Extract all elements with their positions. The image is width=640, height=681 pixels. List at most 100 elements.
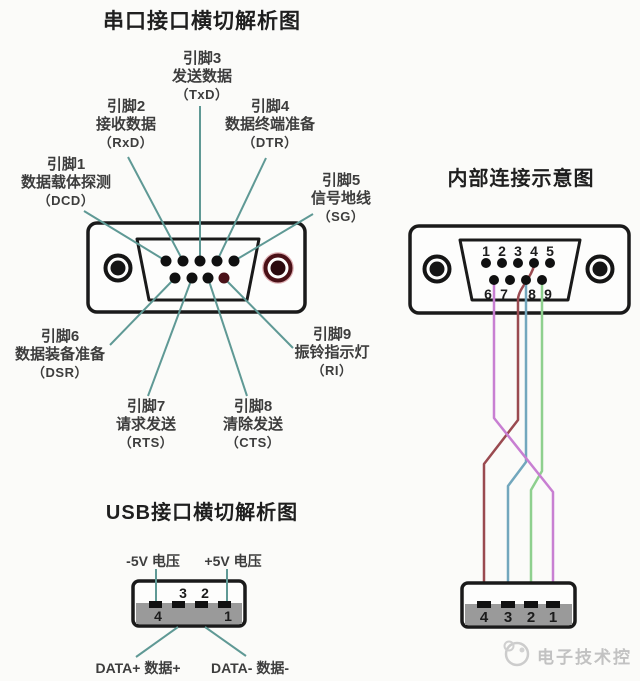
internal-pin-3: [513, 258, 523, 268]
serial-db9-connector: [86, 221, 307, 314]
wire-magenta-pin6-to-usb1: [492, 283, 555, 602]
internal-pin-9: [537, 275, 547, 285]
leader-line-data-plus: [135, 626, 179, 658]
pin5-name: 引脚5: [321, 172, 361, 189]
pin1-label: 引脚1 数据载体探测 （DCD）: [1, 156, 131, 210]
usb-number-2: 2: [201, 585, 209, 601]
usb-pad-2: [195, 601, 208, 608]
usb-pad-4: [149, 601, 162, 608]
internal-pin-8: [521, 275, 531, 285]
internal-screw-hole-right: [585, 254, 615, 284]
serial-screw-hole-left-pin: [110, 260, 126, 276]
pin5-code: （SG）: [317, 209, 365, 224]
pin-number-9: 9: [544, 286, 552, 302]
internal-db9-dsub-shell: [458, 238, 582, 302]
pin3-label: 引脚3 发送数据 （TxD）: [137, 50, 267, 104]
internal-usb-pad-4: [477, 601, 491, 608]
internal-screw-hole-left-pin: [429, 261, 445, 277]
leader-line-sg: [233, 213, 314, 262]
pin3-code: （TxD）: [175, 87, 229, 102]
internal-pin-2: [497, 258, 507, 268]
pin-number-3: 3: [514, 243, 522, 259]
leader-line-ri: [223, 277, 294, 349]
pin4-name: 引脚4: [250, 98, 290, 115]
pin4-label: 引脚4 数据终端准备 （DTR）: [205, 98, 335, 152]
internal-usb-number-4: 4: [480, 609, 489, 626]
pin1-desc: 数据载体探测: [20, 174, 111, 191]
pin9-code: （RI）: [311, 363, 353, 378]
watermark-text: 电子技术控: [537, 648, 632, 667]
leader-line-dsr: [109, 277, 176, 346]
pin7-label: 引脚7 请求发送 （RTS）: [81, 398, 211, 452]
usb-voltage-leaders: [155, 569, 228, 601]
internal-usb-pad-2: [524, 601, 538, 608]
pin3-name: 引脚3: [182, 50, 222, 67]
pin7-desc: 请求发送: [115, 416, 176, 433]
pin-number-4: 4: [530, 243, 538, 259]
serial-screw-hole-right: [263, 253, 293, 283]
serial-pin-4: [211, 255, 223, 267]
usb-pad-numbers: 3 2 4 1: [154, 585, 232, 624]
serial-pin-2: [177, 255, 189, 267]
pin-number-6: 6: [484, 286, 492, 302]
pin7-code: （RTS）: [118, 435, 174, 450]
pin1-code: （DCD）: [37, 193, 95, 208]
pin3-desc: 发送数据: [171, 68, 232, 85]
internal-usb-number-3: 3: [504, 609, 512, 626]
pin1-name: 引脚1: [46, 156, 86, 173]
pin6-code: （DSR）: [32, 365, 88, 380]
pin5-desc: 信号地线: [310, 190, 371, 207]
serial-screw-hole-left: [103, 253, 133, 283]
usb-pad-3: [172, 601, 185, 608]
usb-number-1: 1: [224, 608, 232, 624]
pin8-name: 引脚8: [233, 398, 273, 415]
wire-red-pin4-to-usb4: [482, 265, 536, 602]
leader-line-rxd: [127, 156, 184, 262]
serial-pin-9: [218, 272, 230, 284]
pin9-label: 引脚9 振铃指示灯 （RI）: [267, 326, 397, 380]
internal-usb-connector: 4 3 2 1: [460, 581, 577, 629]
internal-usb-pad-3: [501, 601, 515, 608]
internal-screw-hole-right-pin: [592, 261, 608, 277]
usb-data-minus-label: DATA- 数据-: [210, 660, 290, 676]
pin6-label: 引脚6 数据装备准备 （DSR）: [0, 328, 125, 382]
internal-usb-gray-zone: [465, 604, 572, 625]
serial-pin-7: [186, 272, 198, 284]
pin8-desc: 清除发送: [222, 416, 283, 433]
pin6-desc: 数据装备准备: [14, 346, 105, 363]
internal-db9-pin-numbers: 1 2 3 4 5 6 7 8 9: [482, 243, 554, 302]
pin4-desc: 数据终端准备: [224, 116, 315, 133]
leader-line-dcd: [83, 210, 167, 262]
internal-usb-number-1: 1: [549, 609, 557, 626]
usb-neg5v-label: -5V 电压: [126, 553, 180, 569]
internal-screw-hole-left: [422, 254, 452, 284]
usb-pad-1: [218, 601, 231, 608]
pin2-label: 引脚2 接收数据 （RxD）: [61, 98, 191, 152]
serial-leader-lines: [83, 106, 314, 397]
usb-data-plus-label: DATA+ 数据+: [95, 660, 181, 676]
leader-line-rts: [147, 277, 193, 397]
internal-pin-6: [489, 275, 499, 285]
watermark-logo-icon: [503, 640, 530, 667]
wire-blue-pin8-to-usb3: [506, 283, 528, 602]
pin5-label: 引脚5 信号地线 （SG）: [276, 172, 406, 226]
internal-usb-pad-1: [546, 601, 560, 608]
usb-number-4: 4: [154, 608, 162, 624]
pin2-name: 引脚2: [106, 98, 146, 115]
pin-number-2: 2: [498, 243, 506, 259]
internal-db9-pins: [481, 258, 555, 285]
pin9-name: 引脚9: [312, 326, 352, 343]
pin-number-7: 7: [500, 286, 508, 302]
wire-green-pin9-to-usb2: [529, 283, 544, 602]
pin-number-5: 5: [546, 243, 554, 259]
leader-line-cts: [207, 277, 248, 397]
usb-data-leaders: [135, 626, 247, 658]
serial-db9-pins: [160, 255, 240, 284]
serial-section-title: 串口接口横切解析图: [103, 10, 301, 33]
pin6-name: 引脚6: [40, 328, 80, 345]
pin4-code: （DTR）: [242, 135, 298, 150]
internal-pin-1: [481, 258, 491, 268]
pin2-desc: 接收数据: [95, 116, 156, 133]
pin-number-1: 1: [482, 243, 490, 259]
